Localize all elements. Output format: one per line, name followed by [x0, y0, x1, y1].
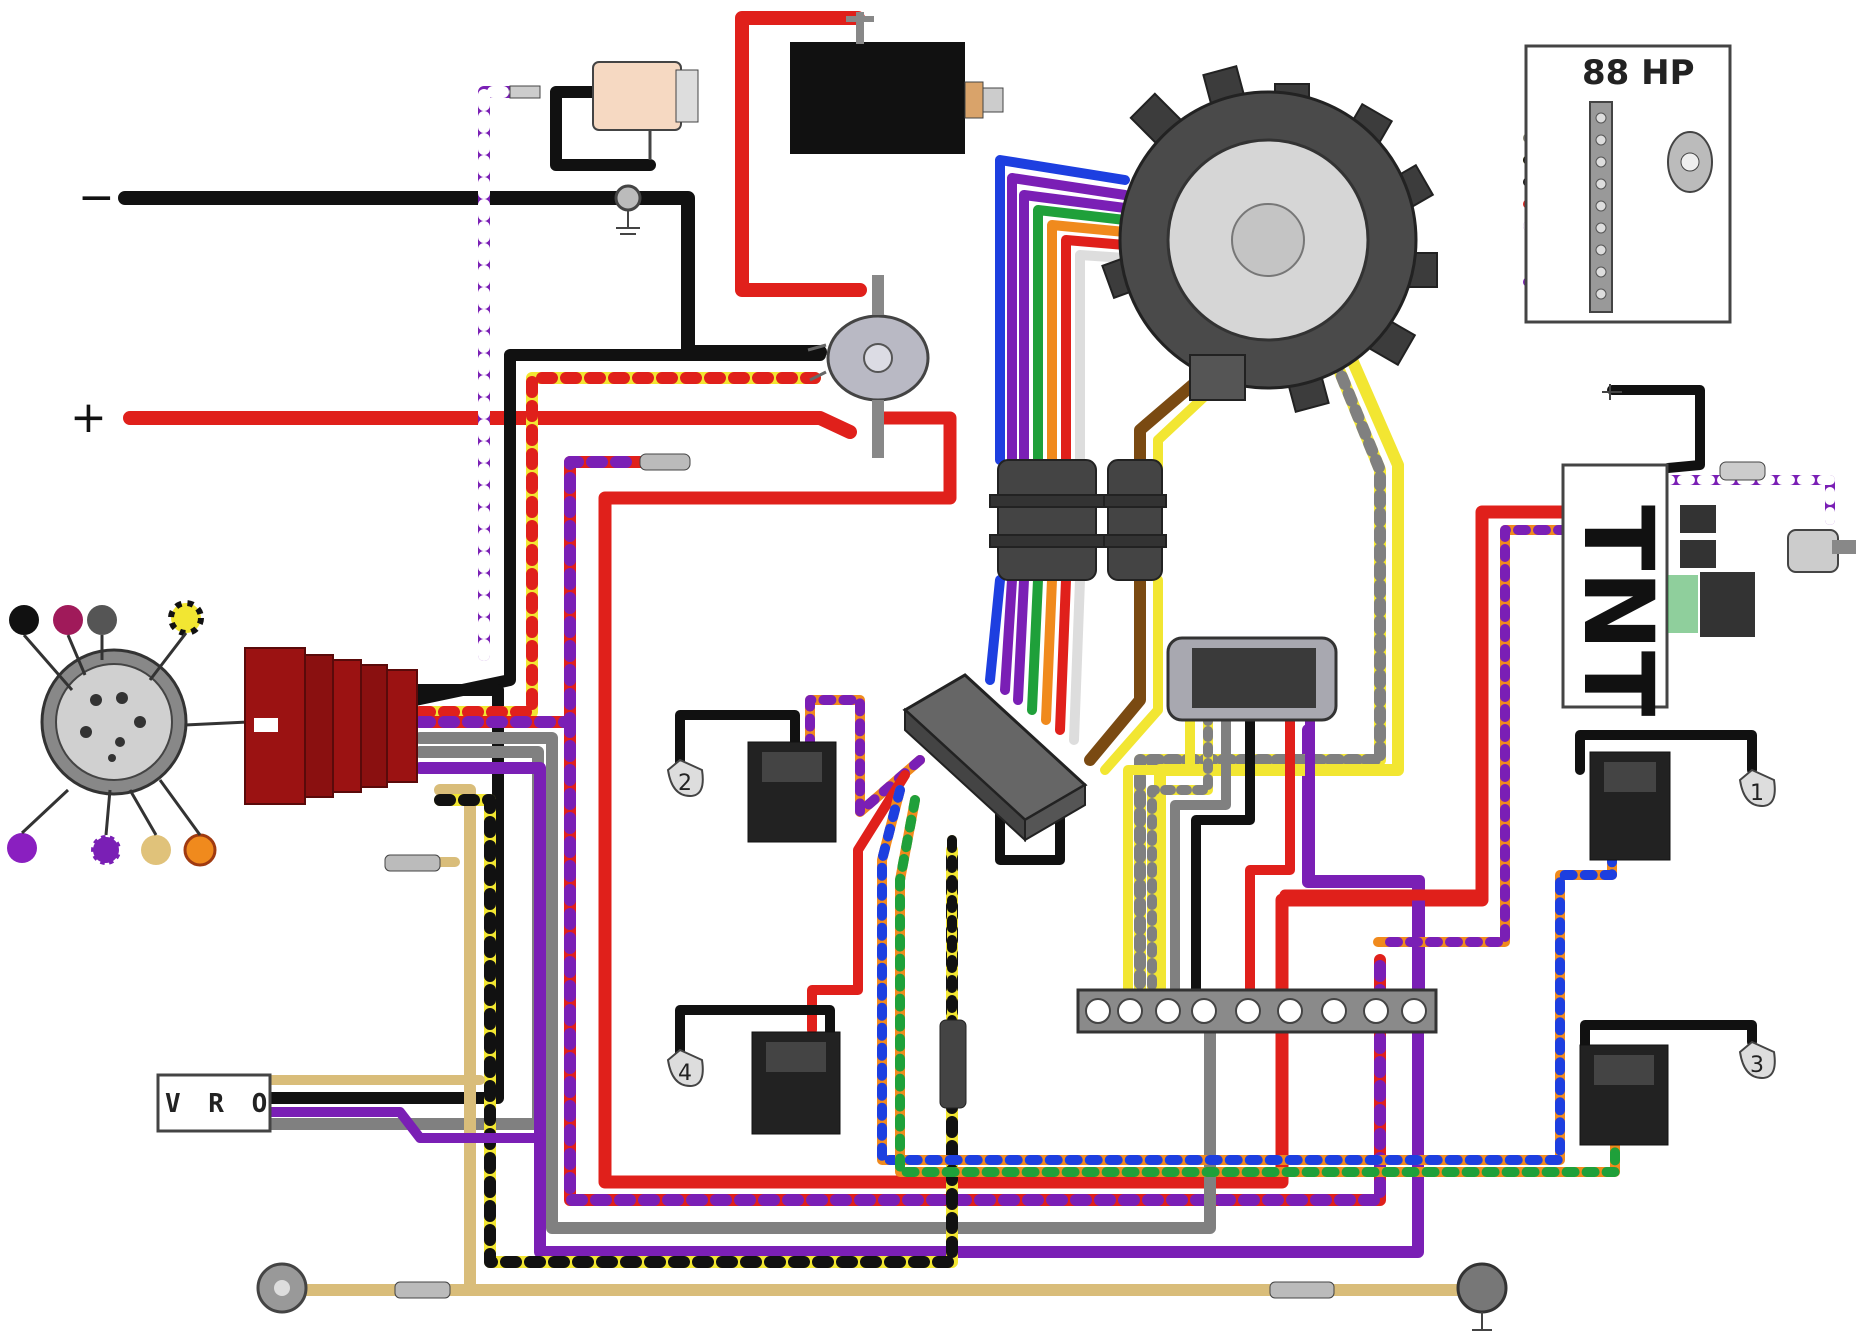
coil-1-label: 1: [1750, 781, 1764, 806]
stator-purple-wire: [1000, 173, 1130, 695]
key-terminal-purple-white: [89, 833, 123, 867]
brown-yellow-wire: [1084, 364, 1216, 766]
terminal-strip: [1076, 988, 1438, 1034]
ignition-coil-2: 2: [666, 741, 837, 843]
key-terminal-yellow-black: [168, 600, 204, 636]
battery-positive-label: +: [70, 392, 107, 443]
tnt-label: TNT: [1562, 505, 1674, 716]
starter-relay: [509, 61, 699, 160]
ignition-coil-3: 3: [1579, 1040, 1776, 1146]
tnt-module: TNT: [1561, 384, 1856, 716]
starter-solenoid: [807, 275, 930, 458]
starter-motor: [790, 12, 1004, 154]
coil-2-label: 2: [678, 771, 692, 796]
ignition-coil-4: 4: [666, 1031, 841, 1135]
ignition-coil-1: 1: [1589, 751, 1776, 861]
key-terminal-purple: [7, 833, 37, 863]
harness-plug: [244, 647, 418, 805]
hp-inset: 88 HP: [1524, 44, 1732, 324]
stator-purple-wire-2: [1013, 190, 1130, 705]
rectifier: [1166, 636, 1338, 722]
battery-terminals: − +: [70, 172, 642, 443]
hp-label: 88 HP: [1582, 53, 1695, 93]
battery-negative-wire: [118, 191, 827, 359]
key-terminal-red-purple: [53, 605, 83, 635]
key-switch: [7, 600, 249, 867]
battery-negative-label: −: [78, 172, 115, 223]
wires: [118, 11, 1835, 1296]
starter-red-wire: [735, 11, 867, 297]
harness-black-wire: [409, 349, 826, 706]
vro-unit: V R O: [156, 1073, 273, 1133]
ground-terminal: [614, 184, 642, 212]
vro-label: V R O: [165, 1089, 273, 1119]
rectifier-yellow-wires: [1123, 710, 1195, 995]
inline-fuse: [639, 453, 691, 471]
stator: [1101, 65, 1438, 413]
coil-4-label: 4: [678, 1061, 692, 1086]
tan-wire: [434, 784, 1476, 1296]
stator-connectors: [989, 459, 1167, 581]
coil-4-wire: [807, 770, 910, 1035]
stator-orange-wire: [1041, 220, 1130, 725]
power-pack: [902, 673, 1088, 843]
key-terminal-black: [9, 605, 39, 635]
key-terminal-gray: [87, 605, 117, 635]
black-yellow-wire: [434, 794, 958, 1268]
coil-3-label: 3: [1750, 1053, 1764, 1078]
tnt-red-wire: [1279, 506, 1572, 901]
key-terminal-tan: [141, 835, 171, 865]
ground-eyelet-right: [1456, 1262, 1508, 1314]
battery-positive-wire: [123, 411, 857, 439]
stator-blue-wire: [985, 155, 1130, 685]
key-terminal-orange: [183, 833, 217, 867]
stator-white-wire: [1069, 250, 1130, 745]
stator-green-wire: [1027, 205, 1130, 715]
stator-red-wire: [1055, 235, 1130, 735]
tnt-black-wire: [1607, 385, 1705, 473]
